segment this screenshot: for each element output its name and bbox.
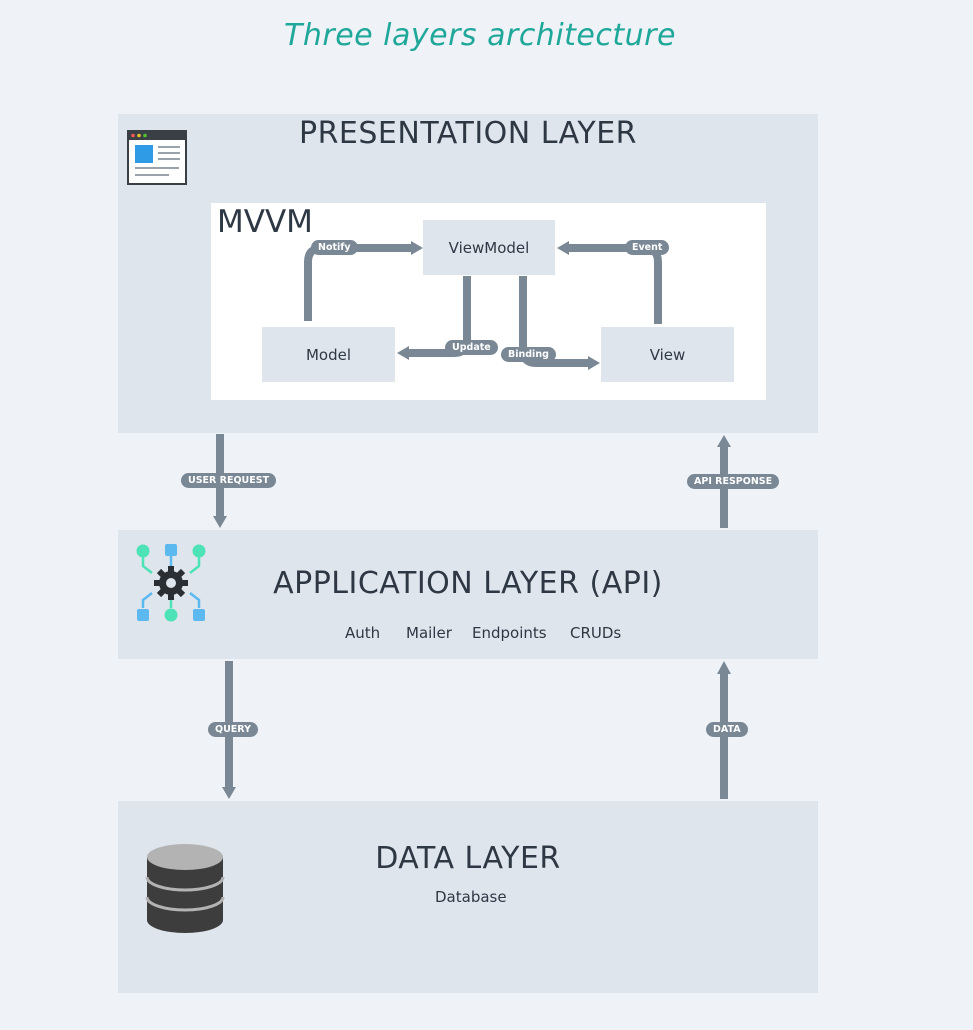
notify-label: Notify: [311, 240, 358, 255]
api-response-label: API RESPONSE: [687, 474, 780, 489]
data-layer-subtitle: Database: [435, 888, 507, 906]
app-item-cruds: CRUDs: [570, 624, 622, 642]
data-layer-title: DATA LAYER: [375, 841, 561, 876]
view-node: View: [601, 327, 734, 382]
app-item-endpoints: Endpoints: [472, 624, 547, 642]
mvvm-title: MVVM: [217, 204, 313, 240]
application-layer: APPLICATION LAYER (API): [118, 530, 818, 659]
presentation-layer-title: PRESENTATION LAYER: [298, 116, 637, 151]
application-layer-title: APPLICATION LAYER (API): [273, 566, 663, 601]
binding-label: Binding: [501, 347, 556, 362]
user-request-label: USER REQUEST: [181, 473, 277, 488]
app-item-auth: Auth: [345, 624, 381, 642]
model-node: Model: [262, 327, 395, 382]
event-label: Event: [625, 240, 670, 255]
viewmodel-node: ViewModel: [423, 220, 555, 275]
query-label: QUERY: [208, 722, 258, 737]
app-item-mailer: Mailer: [406, 624, 452, 642]
update-label: Update: [445, 340, 498, 355]
diagram-title: Three layers architecture: [284, 18, 676, 53]
data-layer: DATA LAYER: [118, 801, 818, 993]
data-label: DATA: [706, 722, 748, 737]
